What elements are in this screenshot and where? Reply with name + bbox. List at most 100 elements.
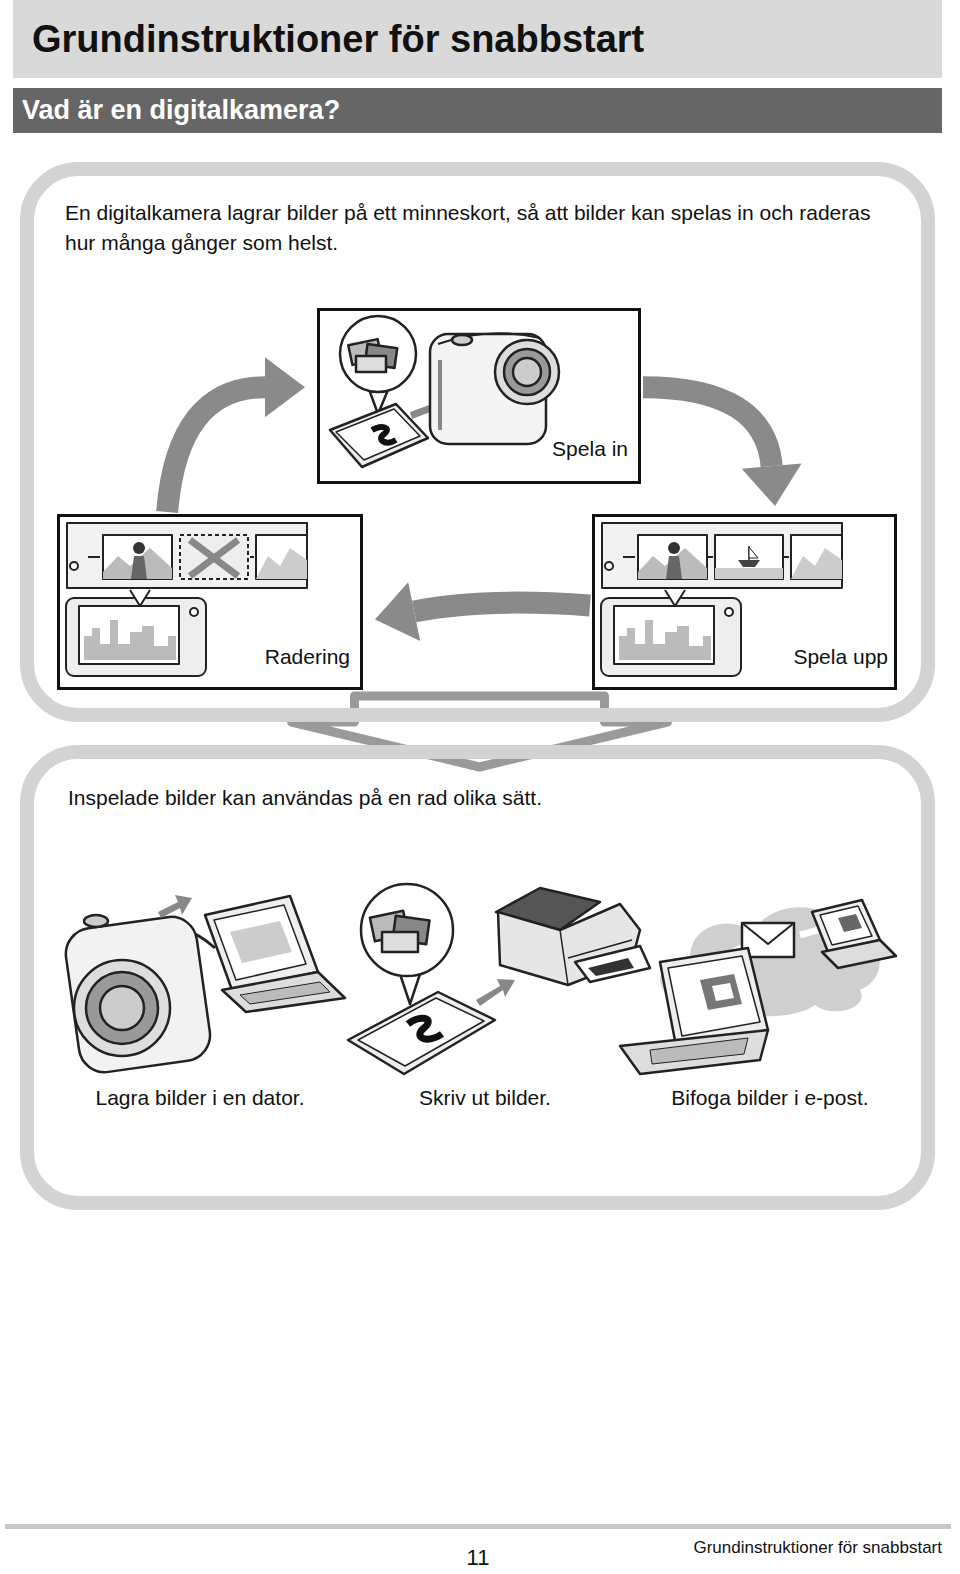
- use-caption: Skriv ut bilder.: [419, 1086, 551, 1110]
- footer-text: Grundinstruktioner för snabbstart: [693, 1538, 942, 1558]
- printer-illustration: [408, 1018, 442, 1039]
- email-illustration: [820, 906, 872, 945]
- printer-illustration: [476, 979, 515, 1006]
- delete-illustration: [66, 598, 206, 676]
- delete-illustration: [88, 556, 100, 558]
- computer-illustration: [100, 986, 144, 1030]
- delete-illustration: [131, 556, 147, 579]
- playback-illustration: [715, 568, 783, 579]
- title-bar: Grundinstruktioner för snabbstart: [13, 0, 942, 78]
- playback-illustration: [666, 556, 682, 579]
- step-box: Spela in: [317, 308, 641, 484]
- email-illustration: [620, 1030, 768, 1074]
- page-number: 11: [467, 1545, 490, 1571]
- delete-illustration: [180, 535, 248, 579]
- info-panel: En digitalkamera lagrar bilder på ett mi…: [20, 162, 935, 722]
- section-band: Vad är en digitalkamera?: [13, 88, 942, 133]
- playback-illustration: [715, 535, 783, 579]
- step-label: Radering: [263, 645, 352, 669]
- delete-illustration: [103, 535, 172, 579]
- delete-illustration: [130, 590, 150, 606]
- record-illustration: [504, 349, 550, 395]
- arrow-head: [265, 357, 305, 417]
- computer-illustration: [62, 914, 213, 1076]
- arrow-head: [742, 464, 802, 506]
- email-illustration: [800, 930, 818, 935]
- computer-illustration: [86, 972, 158, 1044]
- playback-illustration: [725, 608, 733, 616]
- playback-illustration: [665, 590, 685, 606]
- computer-illustration: [158, 895, 192, 918]
- email-illustration: [712, 983, 734, 1001]
- use-caption: Bifoga bilder i e-post.: [671, 1086, 868, 1110]
- playback-illustration: [784, 556, 789, 558]
- arrow-shaft: [643, 387, 772, 466]
- arrow-head: [375, 582, 420, 641]
- playback-illustration: [602, 523, 842, 588]
- connector: [167, 357, 305, 512]
- footer-rule: [5, 1524, 951, 1529]
- band-heading: Vad är en digitalkamera?: [22, 88, 340, 133]
- computer-illustration: [84, 915, 108, 927]
- record-illustration: [336, 409, 420, 460]
- computer-illustration: [222, 972, 345, 1012]
- printer-illustration: [575, 946, 650, 982]
- playback-illustration: [614, 606, 714, 664]
- info-panel: Inspelade bilder kan användas på en rad …: [20, 745, 935, 1210]
- printer-illustration: [348, 884, 650, 1074]
- delete-illustration: [190, 608, 198, 616]
- record-illustration: [372, 427, 396, 442]
- delete-illustration: [190, 540, 238, 576]
- connector: [375, 582, 590, 641]
- computer-illustration: [240, 982, 330, 1004]
- printer-illustration: [348, 992, 495, 1074]
- playback-illustration: [791, 535, 842, 579]
- step-label: Spela upp: [791, 645, 890, 669]
- printer-illustration: [361, 884, 453, 976]
- record-illustration: [330, 316, 559, 467]
- connector: [643, 387, 802, 506]
- playback-illustration: [623, 556, 635, 558]
- arrow-shaft: [414, 603, 590, 612]
- panel-text: Inspelade bilder kan användas på en rad …: [68, 783, 908, 813]
- computer-illustration: [62, 895, 345, 1075]
- playback-illustration: [708, 556, 713, 558]
- playback-illustration: [638, 535, 707, 579]
- email-illustration: [838, 914, 862, 932]
- playback-illustration: [668, 542, 680, 554]
- record-illustration: [495, 340, 559, 404]
- record-illustration: [513, 358, 541, 386]
- delete-illustration: [67, 523, 307, 588]
- delete-illustration: [250, 556, 254, 558]
- email-illustration: [620, 900, 896, 1074]
- email-illustration: [742, 923, 794, 944]
- delete-illustration: [70, 562, 78, 570]
- arrow-shaft: [167, 387, 265, 512]
- playback-illustration: [791, 548, 842, 579]
- record-illustration: [452, 335, 472, 345]
- panel-text: En digitalkamera lagrar bilder på ett mi…: [65, 198, 905, 258]
- printer-illustration: [382, 932, 418, 952]
- page-title: Grundinstruktioner för snabbstart: [32, 0, 644, 78]
- printer-illustration: [358, 998, 484, 1066]
- computer-illustration: [214, 905, 306, 980]
- email-illustration: [822, 940, 896, 968]
- record-illustration: [340, 316, 416, 392]
- step-box: Radering: [57, 514, 363, 690]
- playback-illustration: [601, 598, 741, 676]
- use-caption: Lagra bilder i en dator.: [96, 1086, 305, 1110]
- computer-illustration: [230, 921, 292, 963]
- printer-illustration: [588, 958, 634, 976]
- playback-illustration: [605, 562, 613, 570]
- delete-illustration: [190, 540, 238, 576]
- delete-illustration: [256, 548, 307, 579]
- email-illustration: [650, 1038, 748, 1064]
- delete-illustration: [256, 535, 307, 579]
- delete-illustration: [79, 606, 179, 664]
- playback-illustration: [749, 547, 758, 558]
- delete-illustration: [84, 620, 176, 660]
- email-illustration: [668, 956, 760, 1036]
- record-illustration: [356, 356, 386, 372]
